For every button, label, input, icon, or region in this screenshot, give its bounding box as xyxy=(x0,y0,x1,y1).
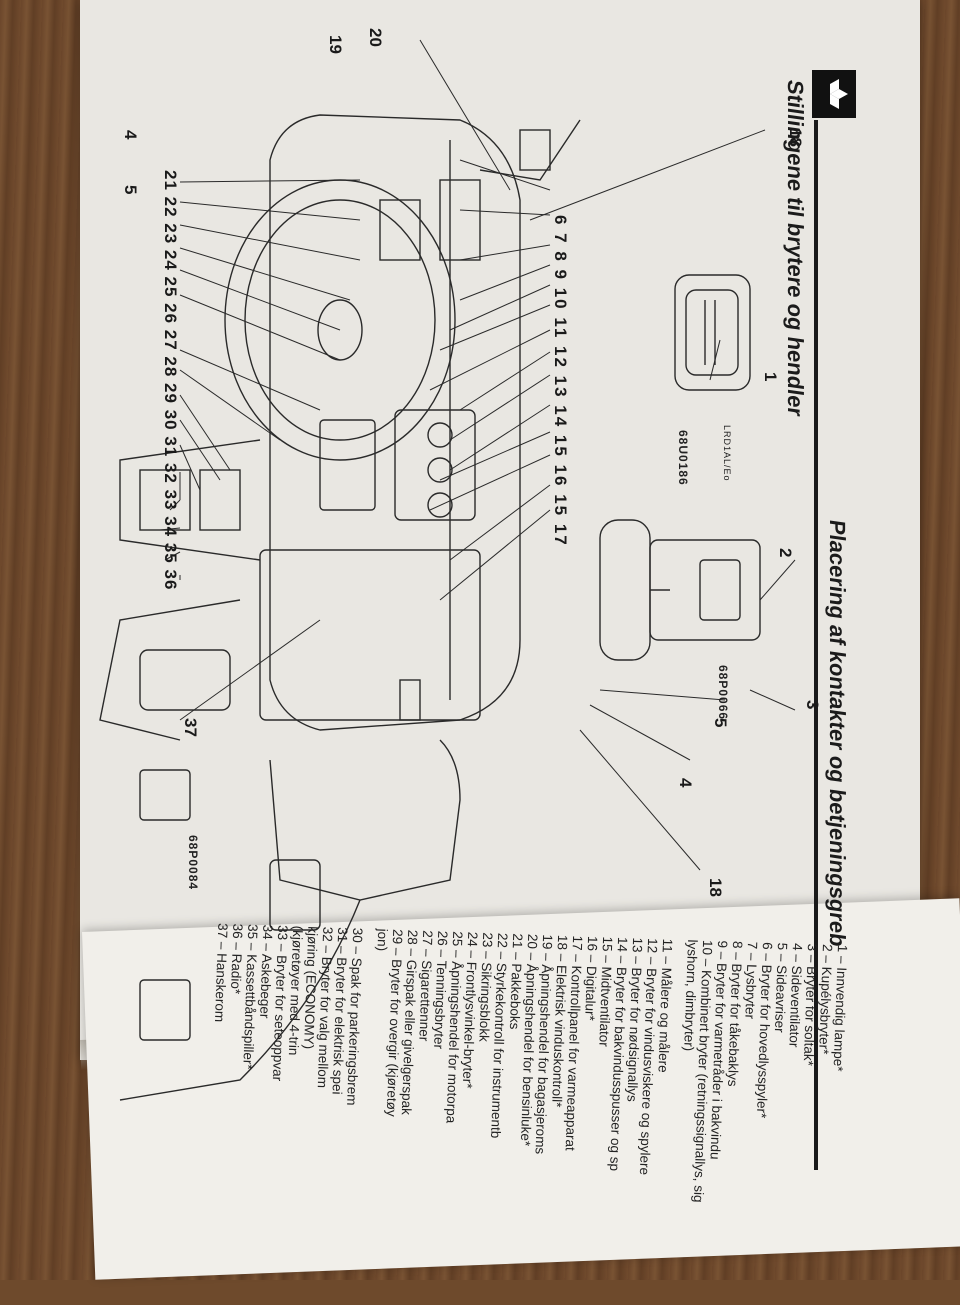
callout-row-bottom: 21 22 23 24 25 26 27 28 29 30 31 32 33 3… xyxy=(161,170,180,591)
callout-20: 20 xyxy=(366,28,385,47)
dashboard-diagram xyxy=(99,39,796,1101)
callout-1: 1 xyxy=(761,372,780,382)
callout-18-right: 18 xyxy=(706,878,725,897)
interior-lamp-illustration xyxy=(674,274,751,391)
leader-lines xyxy=(159,39,796,871)
callout-2: 2 xyxy=(776,548,795,558)
mirror-lamp-illustration xyxy=(599,519,761,661)
brand-logo-icon xyxy=(812,70,856,118)
figure-ref-inset1-small: LRD1AL/Eo xyxy=(722,425,732,482)
callout-row-top: 6 7 8 9 10 11 12 13 14 15 16 15 17 xyxy=(551,215,570,547)
callout-3: 3 xyxy=(803,700,822,710)
callout-4-right: 4 xyxy=(676,778,695,788)
figure-ref-inset2: 68P0066 xyxy=(716,665,730,721)
callout-37: 37 xyxy=(181,718,200,737)
figure-ref-inset1: 68U0186 xyxy=(676,430,690,486)
legend-list: 1 – Innvendig lampe* 2 – Kupélysbryter* … xyxy=(138,921,850,1305)
callout-5-left: 5 xyxy=(121,185,140,195)
figure-ref-main: 68P0084 xyxy=(186,835,200,891)
callout-19: 19 xyxy=(326,35,345,54)
rotated-page-content: Stillingene til brytere og hendler Place… xyxy=(40,0,880,1280)
callout-18-top: 18 xyxy=(786,128,805,147)
callout-4-left: 4 xyxy=(121,130,140,140)
